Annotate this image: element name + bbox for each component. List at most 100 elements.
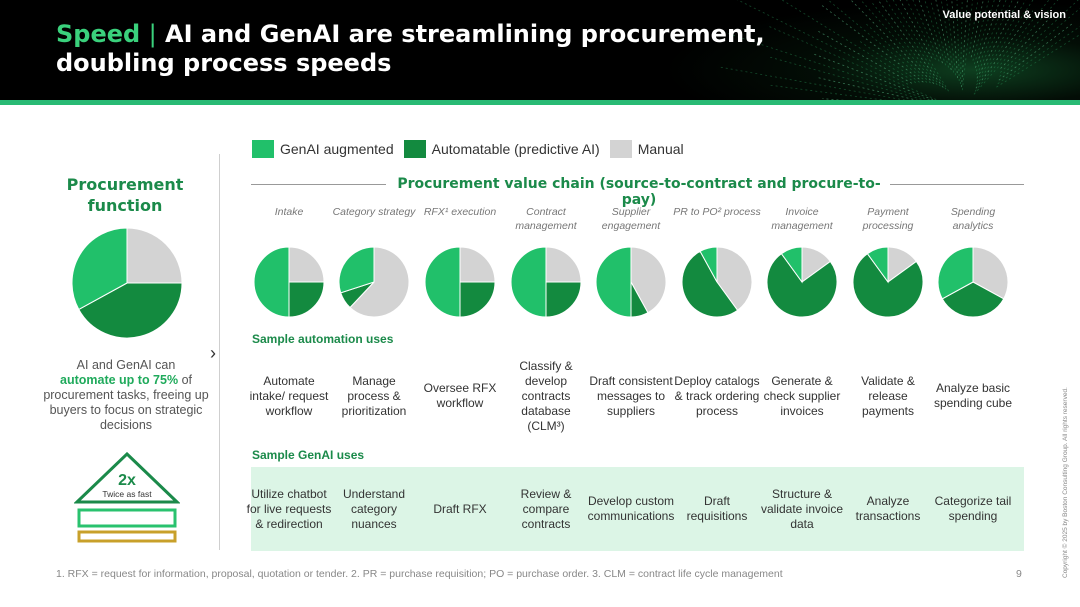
- genai-use-7: Structure & validate invoice data: [760, 486, 844, 531]
- stage-label-7: Invoice management: [771, 206, 833, 232]
- stage-pie-4-slice-genai: [510, 246, 547, 318]
- stage-pie-6-slice-genai: [699, 246, 718, 283]
- stage-pie-7-slice-automatable: [766, 252, 838, 318]
- stage-pie-8-slice-automatable: [852, 252, 924, 318]
- stage-pie-7: [766, 246, 838, 318]
- stage-pie-9-slice-manual: [972, 246, 1009, 300]
- pyramid-bar-gold: [77, 530, 177, 543]
- genai-use-9: Categorize tail spending: [934, 494, 1012, 523]
- speed-pyramid-icon: 2x Twice as fast: [74, 452, 180, 543]
- legend: GenAI augmented Automatable (predictive …: [252, 140, 694, 158]
- stage-pie-5: [595, 246, 667, 318]
- title-text: AI and GenAI are streamlining procuremen…: [56, 20, 765, 77]
- procurement-pie-slice-automatable: [78, 282, 183, 339]
- legend-swatch-manual: [609, 140, 632, 158]
- legend-item-manual: Manual: [609, 140, 684, 158]
- stage-pie-6-slice-manual: [716, 246, 753, 312]
- chain-rule-left: [251, 184, 386, 185]
- stage-pie-3-slice-automatable: [459, 281, 496, 318]
- stage-pie-5-slice-manual: [630, 246, 667, 314]
- stage-pie-1-slice-automatable: [288, 281, 325, 318]
- stage-pie-4-slice-manual: [545, 246, 582, 283]
- stage-label-6: PR to PO² process: [673, 206, 761, 218]
- footnote: 1. RFX = request for information, propos…: [56, 568, 783, 580]
- procurement-pie-slice-manual: [126, 227, 183, 284]
- stage-label-8: Payment processing: [862, 206, 914, 232]
- section-tag: Value potential & vision: [942, 9, 1066, 21]
- stage-label-1: Intake: [274, 206, 304, 218]
- automation-use-6: Deploy catalogs & track ordering process: [674, 373, 760, 418]
- stage-pie-4: [510, 246, 582, 318]
- stage-pie-3-slice-genai: [424, 246, 461, 318]
- stage-pie-2-slice-manual: [349, 246, 410, 318]
- stage-pie-6: [681, 246, 753, 318]
- automation-use-3: Oversee RFX workflow: [423, 381, 497, 410]
- header-accent-bar: [0, 100, 1080, 105]
- automation-use-8: Validate & release payments: [861, 373, 915, 418]
- page-number: 9: [1016, 568, 1022, 580]
- chain-rule-right: [890, 184, 1024, 185]
- stage-pie-4-slice-automatable: [545, 281, 582, 318]
- slide-title: Speed | AI and GenAI are streamlining pr…: [56, 20, 816, 78]
- automation-use-9: Analyze basic spending cube: [933, 381, 1013, 410]
- legend-swatch-automatable: [403, 140, 426, 158]
- automation-use-2: Manage process & prioritization: [341, 373, 407, 418]
- stage-pie-8-slice-genai: [866, 246, 889, 284]
- automation-use-1: Automate intake/ request workflow: [249, 373, 329, 418]
- procurement-function-pie: [71, 227, 183, 339]
- genai-use-2: Understand category nuances: [342, 486, 406, 531]
- stage-pie-8: [852, 246, 924, 318]
- stage-pie-2: [338, 246, 410, 318]
- stage-label-2: Category strategy: [332, 206, 416, 218]
- legend-item-automatable: Automatable (predictive AI): [403, 140, 600, 158]
- pyramid-bar-green: [77, 508, 177, 528]
- stage-pie-1-slice-manual: [288, 246, 325, 283]
- procurement-pie-slice-genai: [71, 227, 128, 311]
- speed-multiplier: 2x: [118, 472, 136, 489]
- automation-use-5: Draft consistent messages to suppliers: [589, 373, 673, 418]
- automation-uses-heading: Sample automation uses: [252, 332, 394, 346]
- procurement-function-title: Procurement function: [66, 175, 184, 215]
- stage-pie-7-slice-genai: [780, 246, 803, 284]
- automation-use-7: Generate & check supplier invoices: [763, 373, 841, 418]
- stage-pie-3-slice-manual: [459, 246, 496, 283]
- legend-label-automatable: Automatable (predictive AI): [431, 141, 600, 157]
- value-chain-title: Procurement value chain (source-to-contr…: [392, 176, 886, 208]
- automation-use-4: Classify & develop contracts database (C…: [519, 358, 573, 433]
- slide-header: Speed | AI and GenAI are streamlining pr…: [0, 0, 1080, 100]
- stage-pie-5-slice-genai: [595, 246, 632, 318]
- summary-post: of procurement tasks, freeing up buyers …: [43, 373, 209, 432]
- genai-use-4: Review & compare contracts: [520, 486, 572, 531]
- stage-label-9: Spending analytics: [950, 206, 996, 232]
- legend-label-genai: GenAI augmented: [280, 141, 394, 157]
- summary-highlight: automate up to 75%: [60, 373, 179, 387]
- speed-caption: Twice as fast: [102, 489, 152, 499]
- legend-swatch-genai: [252, 140, 274, 158]
- genai-use-1: Utilize chatbot for live requests & redi…: [246, 486, 332, 531]
- summary-pre: AI and GenAI can: [76, 358, 176, 372]
- stage-pie-9: [937, 246, 1009, 318]
- genai-uses-band: [251, 467, 1024, 551]
- header-rays-decoration: [719, 0, 1080, 100]
- genai-use-5: Develop custom communications: [587, 494, 675, 523]
- genai-use-6: Draft requisitions: [686, 494, 748, 523]
- header-glow-decoration: [660, 0, 1080, 100]
- automation-summary-text: AI and GenAI can automate up to 75% of p…: [40, 358, 212, 433]
- title-separator: |: [148, 20, 157, 48]
- stage-pie-1-slice-genai: [253, 246, 290, 318]
- vertical-divider: [219, 154, 220, 550]
- stage-label-5: Supplier engagement: [601, 206, 661, 232]
- stage-pie-1: [253, 246, 325, 318]
- title-accent: Speed: [56, 20, 141, 48]
- legend-item-genai: GenAI augmented: [252, 140, 394, 158]
- stage-pie-2-slice-genai: [338, 246, 375, 294]
- copyright-notice: Copyright © 2025 by Boston Consulting Gr…: [1062, 387, 1069, 578]
- genai-use-8: Analyze transactions: [855, 494, 921, 523]
- pyramid-triangle: [74, 452, 180, 504]
- genai-use-3: Draft RFX: [433, 501, 487, 516]
- stage-label-4: Contract management: [515, 206, 577, 232]
- legend-label-manual: Manual: [637, 141, 684, 157]
- stage-pie-6-slice-automatable: [681, 250, 739, 318]
- stage-pie-9-slice-genai: [937, 246, 974, 300]
- genai-uses-heading: Sample GenAI uses: [252, 448, 365, 462]
